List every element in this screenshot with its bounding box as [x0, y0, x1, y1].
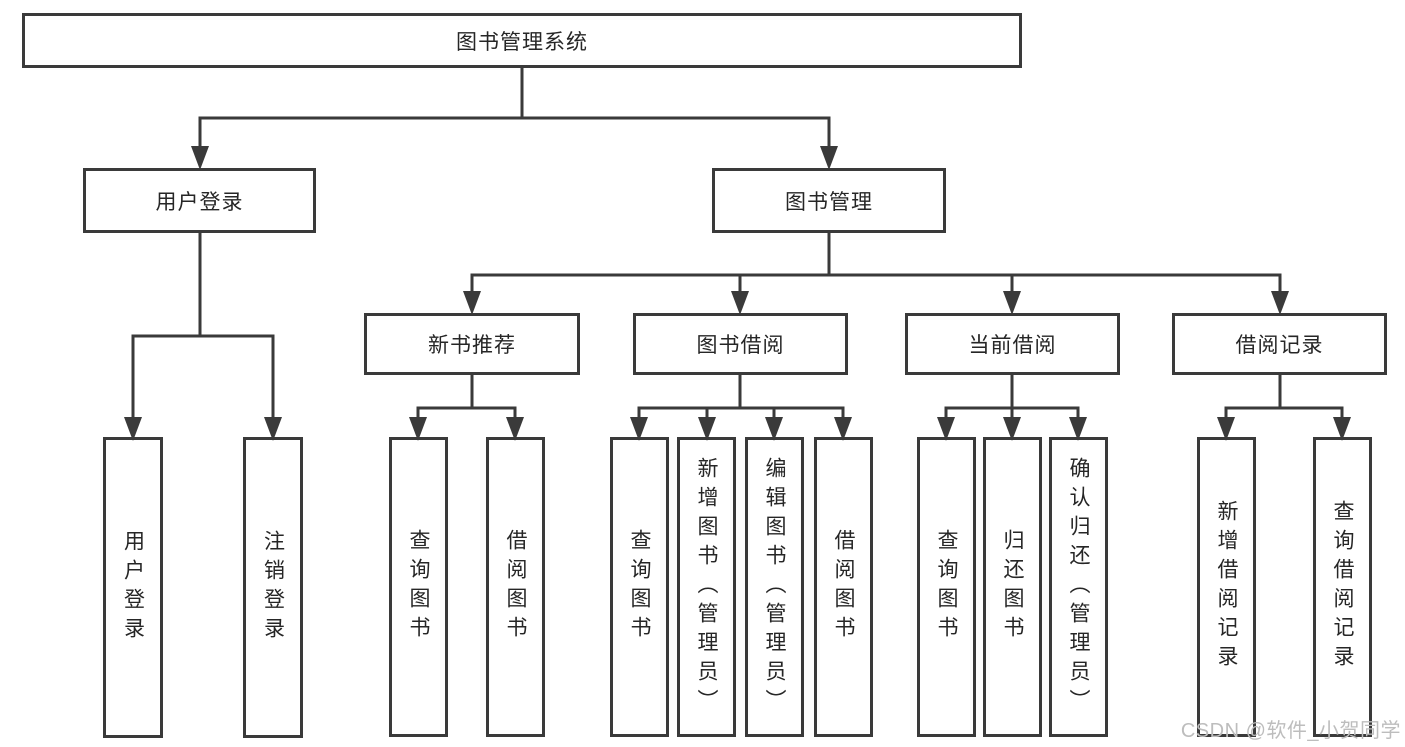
node-user-login: 用户登录 — [83, 168, 316, 233]
node-rec-borrow-books: 借阅图书 — [486, 437, 545, 737]
node-borrowing-records: 借阅记录 — [1172, 313, 1387, 375]
node-book-borrowing: 图书借阅 — [633, 313, 848, 375]
node-borrowing-records-label: 借阅记录 — [1235, 334, 1324, 357]
node-rec-query-books-label: 查询图书 — [407, 529, 430, 645]
node-br-query-record: 查询借阅记录 — [1313, 437, 1372, 737]
node-library-system: 图书管理系统 — [22, 13, 1022, 68]
node-login-label: 用户登录 — [121, 529, 145, 646]
node-rec-query-books: 查询图书 — [389, 437, 448, 737]
node-login: 用户登录 — [103, 437, 163, 738]
node-book-management: 图书管理 — [712, 168, 946, 233]
node-library-system-label: 图书管理系统 — [456, 30, 588, 54]
node-br-add-record-label: 新增借阅记录 — [1215, 500, 1238, 674]
node-new-book-recommend: 新书推荐 — [364, 313, 580, 375]
node-cb-confirm-return-label: 确认归还（管理员） — [1067, 456, 1090, 718]
node-bb-edit-books: 编辑图书（管理员） — [745, 437, 804, 737]
node-cb-confirm-return: 确认归还（管理员） — [1049, 437, 1108, 737]
node-cb-query-books: 查询图书 — [917, 437, 976, 737]
node-cb-query-books-label: 查询图书 — [935, 529, 958, 645]
node-user-login-label: 用户登录 — [155, 190, 244, 214]
node-logout-label: 注销登录 — [261, 529, 285, 646]
node-current-borrowing: 当前借阅 — [905, 313, 1120, 375]
node-cb-return-books-label: 归还图书 — [1001, 529, 1024, 645]
node-book-management-label: 图书管理 — [785, 190, 873, 214]
node-logout: 注销登录 — [243, 437, 303, 738]
node-new-book-recommend-label: 新书推荐 — [428, 334, 516, 357]
node-bb-borrow-books-label: 借阅图书 — [832, 529, 855, 645]
node-bb-edit-books-label: 编辑图书（管理员） — [763, 456, 786, 718]
node-book-borrowing-label: 图书借阅 — [696, 334, 785, 357]
node-br-query-record-label: 查询借阅记录 — [1331, 500, 1354, 674]
watermark: CSDN @软件_小贺同学 — [1180, 720, 1401, 742]
node-bb-add-books: 新增图书（管理员） — [677, 437, 736, 737]
node-br-add-record: 新增借阅记录 — [1197, 437, 1256, 737]
node-bb-borrow-books: 借阅图书 — [814, 437, 873, 737]
node-cb-return-books: 归还图书 — [983, 437, 1042, 737]
node-rec-borrow-books-label: 借阅图书 — [504, 529, 527, 645]
node-bb-query-books-label: 查询图书 — [628, 529, 651, 645]
node-bb-query-books: 查询图书 — [610, 437, 669, 737]
node-current-borrowing-label: 当前借阅 — [968, 334, 1057, 357]
node-bb-add-books-label: 新增图书（管理员） — [695, 456, 718, 718]
